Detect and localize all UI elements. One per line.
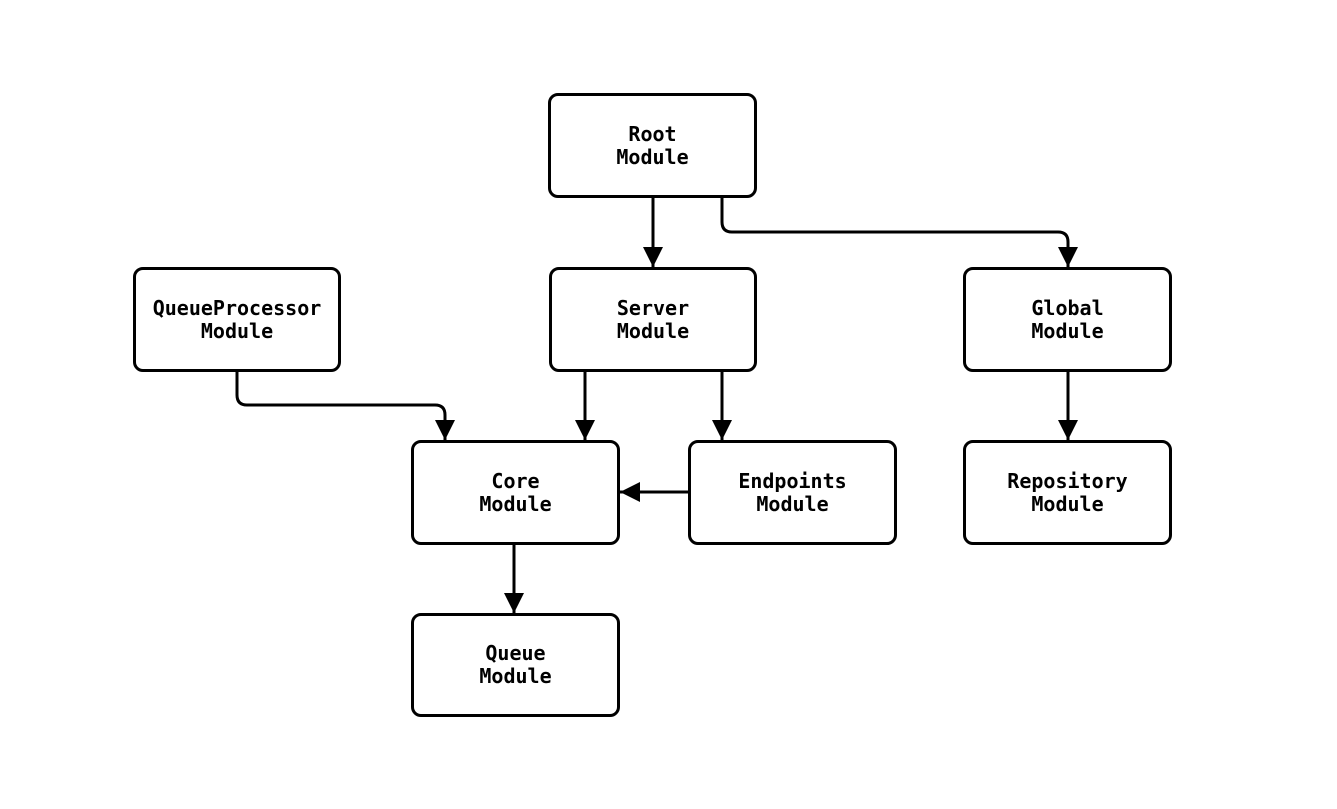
edge-root-module-to-global-module (720, 198, 1078, 267)
node-queue-module-label-line-2: Module (479, 664, 552, 688)
node-repository-module-label-line-1: Repository (1007, 468, 1128, 493)
node-server-module-label-line-1: Server (616, 295, 690, 320)
node-root-module-label-line-2: Module (616, 144, 689, 169)
node-core-module-label-line-1: Core (491, 468, 540, 493)
node-global-module-label-line-2: Module (1031, 318, 1104, 343)
edge-queueprocessor-module-to-core-module (235, 372, 455, 440)
node-server-module-label-line-2: Module (616, 318, 690, 343)
node-queue-module-label-line-1: Queue (485, 641, 546, 665)
node-root-module-label-line-1: Root (628, 121, 677, 146)
node-queueprocessor-module-label-line-1: QueueProcessor (152, 295, 322, 320)
node-global-module-label-line-1: Global (1031, 295, 1104, 320)
node-endpoints-module-label-line-1: Endpoints (738, 468, 847, 493)
node-endpoints-module-label-line-2: Module (756, 491, 829, 516)
node-queueprocessor-module-label-line-2: Module (200, 318, 274, 343)
node-core-module-label-line-2: Module (479, 491, 552, 516)
node-repository-module-label-line-2: Module (1031, 491, 1104, 516)
